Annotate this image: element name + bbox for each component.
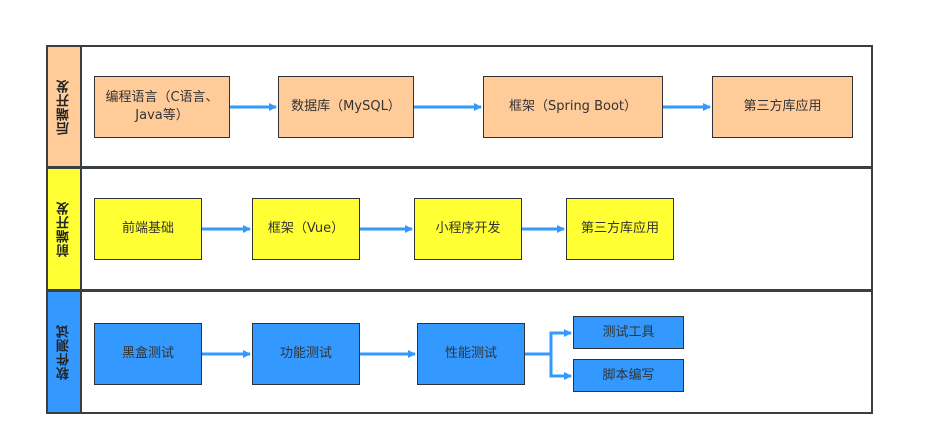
- node-performance-testing[interactable]: 性能测试: [417, 323, 525, 385]
- node-mini-program[interactable]: 小程序开发: [414, 198, 522, 260]
- node-frontend-basics[interactable]: 前端基础: [94, 198, 202, 260]
- lane-label-backend: 后端开发: [48, 47, 82, 166]
- node-black-box-testing[interactable]: 黑盒测试: [94, 323, 202, 385]
- node-functional-testing[interactable]: 功能测试: [252, 323, 360, 385]
- node-spring-boot[interactable]: 框架（Spring Boot）: [483, 76, 663, 138]
- arrow-icon: [525, 329, 572, 356]
- lane-label-frontend: 前端开发: [48, 169, 82, 289]
- node-backend-third-party[interactable]: 第三方库应用: [712, 76, 853, 138]
- node-testing-tools[interactable]: 测试工具: [573, 316, 684, 349]
- node-vue[interactable]: 框架（Vue）: [252, 198, 360, 260]
- arrow-icon: [549, 354, 572, 380]
- lane-label-testing: 软件测试: [48, 292, 82, 412]
- node-script-writing[interactable]: 脚本编写: [573, 359, 684, 392]
- node-frontend-third-party[interactable]: 第三方库应用: [566, 198, 674, 260]
- node-programming-language[interactable]: 编程语言（C语言、Java等）: [94, 76, 230, 138]
- node-database[interactable]: 数据库（MySQL）: [278, 76, 414, 138]
